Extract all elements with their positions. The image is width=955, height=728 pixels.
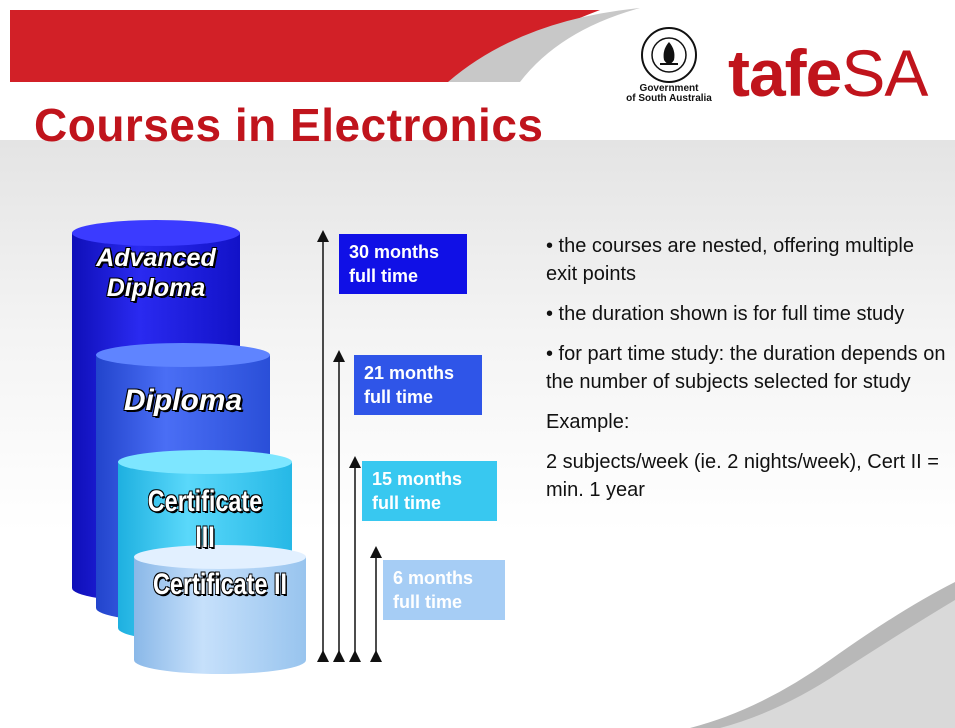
note-part-time: • for part time study: the duration depe… [546, 343, 946, 393]
duration-15-line1: 15 months [372, 469, 463, 489]
page-title: Courses in Electronics [34, 99, 544, 151]
red-banner [10, 10, 600, 82]
label-certificate-iii: Certificate III [137, 484, 273, 556]
label-certificate-iii-line1: Certificate III [147, 485, 263, 554]
label-advanced-diploma-line1: Advanced [96, 244, 216, 272]
crest-icon [640, 26, 698, 84]
note-example: 2 subjects/week (ie. 2 nights/week), Cer… [546, 451, 939, 501]
label-certificate-ii-line1: Certificate II [153, 568, 287, 601]
tafe-main-text: tafe [728, 36, 842, 110]
duration-box-21: 21 months full time [354, 355, 482, 415]
grey-swoosh-top [448, 8, 640, 82]
duration-6-line1: 6 months [393, 568, 474, 588]
duration-6-line2: full time [393, 592, 463, 612]
note-example-heading: Example: [546, 411, 630, 433]
government-logo: Government of South Australia [614, 26, 724, 104]
duration-box-6: 6 months full time [383, 560, 505, 620]
government-line-1: Government [639, 83, 699, 94]
government-line-2: of South Australia [626, 93, 712, 104]
duration-30-line2: full time [349, 266, 419, 286]
label-certificate-ii: Certificate II [153, 567, 287, 603]
duration-15-line2: full time [372, 493, 442, 513]
duration-box-30: 30 months full time [339, 234, 467, 294]
notes-panel: • the courses are nested, offering multi… [546, 232, 946, 516]
label-diploma: Diploma [96, 383, 270, 419]
tafesa-logo: tafeSA [728, 40, 928, 106]
note-duration: • the duration shown is for full time st… [546, 303, 905, 325]
label-diploma-line1: Diploma [123, 384, 243, 417]
duration-box-15: 15 months full time [362, 461, 497, 521]
cylinder-certificate-ii [134, 545, 306, 674]
duration-30-line1: 30 months [349, 242, 440, 262]
label-advanced-diploma: Advanced Diploma [72, 243, 240, 303]
duration-21-line2: full time [364, 387, 434, 407]
label-advanced-diploma-line2: Diploma [106, 274, 206, 302]
tafe-suffix-text: SA [841, 36, 928, 110]
duration-21-line1: 21 months [364, 363, 455, 383]
note-nested: • the courses are nested, offering multi… [546, 235, 914, 285]
